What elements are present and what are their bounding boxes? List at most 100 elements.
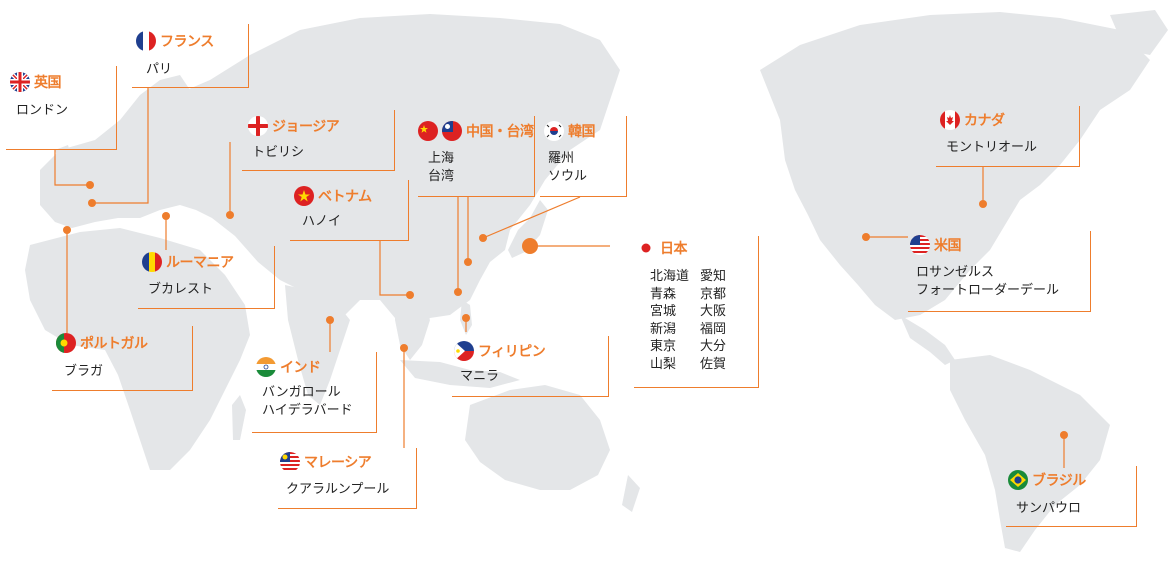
- france-header[interactable]: フランス: [136, 31, 214, 51]
- korea-flag-icon: [544, 121, 564, 141]
- brazil-header[interactable]: ブラジル: [1008, 470, 1086, 490]
- korea-cities: 羅州 ソウル: [548, 150, 587, 186]
- city-label: ハノイ: [302, 214, 342, 229]
- georgia-flag-icon: [248, 116, 268, 136]
- brazil-flag-icon: [1008, 470, 1028, 490]
- vietnam-flag-icon: [294, 186, 314, 206]
- city-label: 青森: [650, 286, 677, 302]
- japan-box: [634, 236, 759, 388]
- city-label: 京都: [700, 286, 727, 302]
- india-header[interactable]: インド: [256, 357, 321, 377]
- city-label: 東京: [650, 339, 677, 354]
- canada-flag-icon: [940, 110, 960, 130]
- city-label: 大阪: [700, 304, 727, 319]
- japan-cities: 北海道 愛知 青森 京都 宮城 大阪 新潟 福岡 東京 大分 山梨 佐賀: [650, 268, 740, 373]
- uk-header[interactable]: 英国: [10, 72, 62, 92]
- usa-cities: ロサンゼルス フォートローダーデール: [916, 264, 1059, 300]
- malaysia-label: マレーシア: [304, 455, 372, 471]
- romania-label: ルーマニア: [166, 255, 234, 271]
- georgia-label: ジョージア: [272, 119, 340, 135]
- korea-box: [540, 116, 627, 197]
- korea-label: 韓国: [568, 124, 596, 140]
- city-label: マニラ: [460, 369, 500, 384]
- city-label: サンパウロ: [1016, 501, 1082, 516]
- india-box: [252, 352, 377, 433]
- vietnam-cities: ハノイ: [302, 213, 341, 231]
- france-label: フランス: [160, 34, 214, 50]
- city-label: 上海: [428, 151, 455, 166]
- philippines-cities: マニラ: [460, 368, 499, 386]
- france-cities: パリ: [146, 61, 172, 79]
- vietnam-label: ベトナム: [318, 189, 372, 205]
- city-label: 台湾: [428, 169, 455, 184]
- taiwan-flag-icon: [442, 121, 462, 141]
- canada-box: [936, 106, 1080, 167]
- city-label: 福岡: [700, 321, 727, 337]
- romania-box: [138, 246, 275, 309]
- brazil-box: [1006, 466, 1137, 527]
- philippines-box: [452, 336, 609, 397]
- india-flag-icon: [256, 357, 276, 377]
- city-label: 佐賀: [700, 356, 727, 372]
- city-label: 羅州: [548, 151, 575, 166]
- georgia-box: [242, 110, 395, 171]
- malaysia-header[interactable]: マレーシア: [280, 452, 372, 472]
- india-cities: バンガロール ハイデラバード: [262, 384, 353, 420]
- uk-cities: ロンドン: [16, 102, 68, 120]
- uk-flag-icon: [10, 72, 30, 92]
- city-label: 愛知: [700, 269, 727, 284]
- portugal-box: [52, 326, 193, 391]
- china-label: 中国・台湾: [466, 124, 534, 140]
- portugal-label: ポルトガル: [80, 336, 148, 352]
- usa-header[interactable]: 米国: [910, 235, 962, 255]
- usa-box: [908, 231, 1091, 312]
- city-label: モントリオール: [946, 140, 1038, 155]
- india-label: インド: [280, 360, 321, 376]
- france-flag-icon: [136, 31, 156, 51]
- uk-box: [6, 66, 117, 150]
- city-label: クアラルンプール: [286, 482, 390, 497]
- city-label: ハイデラバード: [262, 403, 353, 418]
- malaysia-cities: クアラルンプール: [286, 481, 389, 499]
- portugal-flag-icon: [56, 333, 76, 353]
- city-label: バンガロール: [262, 385, 341, 400]
- china-box: [418, 116, 535, 197]
- portugal-header[interactable]: ポルトガル: [56, 333, 148, 353]
- city-label: フォートローダーデール: [916, 283, 1060, 298]
- canada-header[interactable]: カナダ: [940, 110, 1005, 130]
- city-label: ソウル: [548, 169, 588, 184]
- georgia-cities: トビリシ: [252, 144, 304, 162]
- city-label: トビリシ: [252, 145, 305, 160]
- china-header[interactable]: 中国・台湾: [418, 121, 534, 141]
- japan-header[interactable]: 日本: [636, 238, 688, 258]
- canada-cities: モントリオール: [946, 139, 1037, 157]
- philippines-header[interactable]: フィリピン: [454, 341, 546, 361]
- portugal-cities: ブラガ: [64, 363, 103, 381]
- malaysia-box: [278, 448, 417, 509]
- japan-flag-icon: [636, 238, 656, 258]
- city-label: 山梨: [650, 356, 677, 372]
- philippines-flag-icon: [454, 341, 474, 361]
- romania-header[interactable]: ルーマニア: [142, 252, 234, 272]
- city-label: ロンドン: [16, 103, 69, 118]
- france-box: [132, 24, 249, 88]
- japan-label: 日本: [660, 241, 688, 257]
- canada-label: カナダ: [964, 113, 1005, 129]
- vietnam-header[interactable]: ベトナム: [294, 186, 372, 206]
- city-label: パリ: [146, 62, 173, 77]
- city-label: 大分: [700, 339, 727, 354]
- city-label: ブラガ: [64, 364, 104, 379]
- uk-label: 英国: [34, 75, 62, 91]
- city-label: 宮城: [650, 304, 677, 319]
- china-flag-icon: [418, 121, 438, 141]
- city-label: 新潟: [650, 321, 677, 337]
- city-label: ロサンゼルス: [916, 265, 995, 280]
- korea-header[interactable]: 韓国: [544, 121, 596, 141]
- brazil-label: ブラジル: [1032, 473, 1086, 489]
- brazil-cities: サンパウロ: [1016, 500, 1081, 518]
- georgia-header[interactable]: ジョージア: [248, 116, 340, 136]
- malaysia-flag-icon: [280, 452, 300, 472]
- usa-flag-icon: [910, 235, 930, 255]
- romania-flag-icon: [142, 252, 162, 272]
